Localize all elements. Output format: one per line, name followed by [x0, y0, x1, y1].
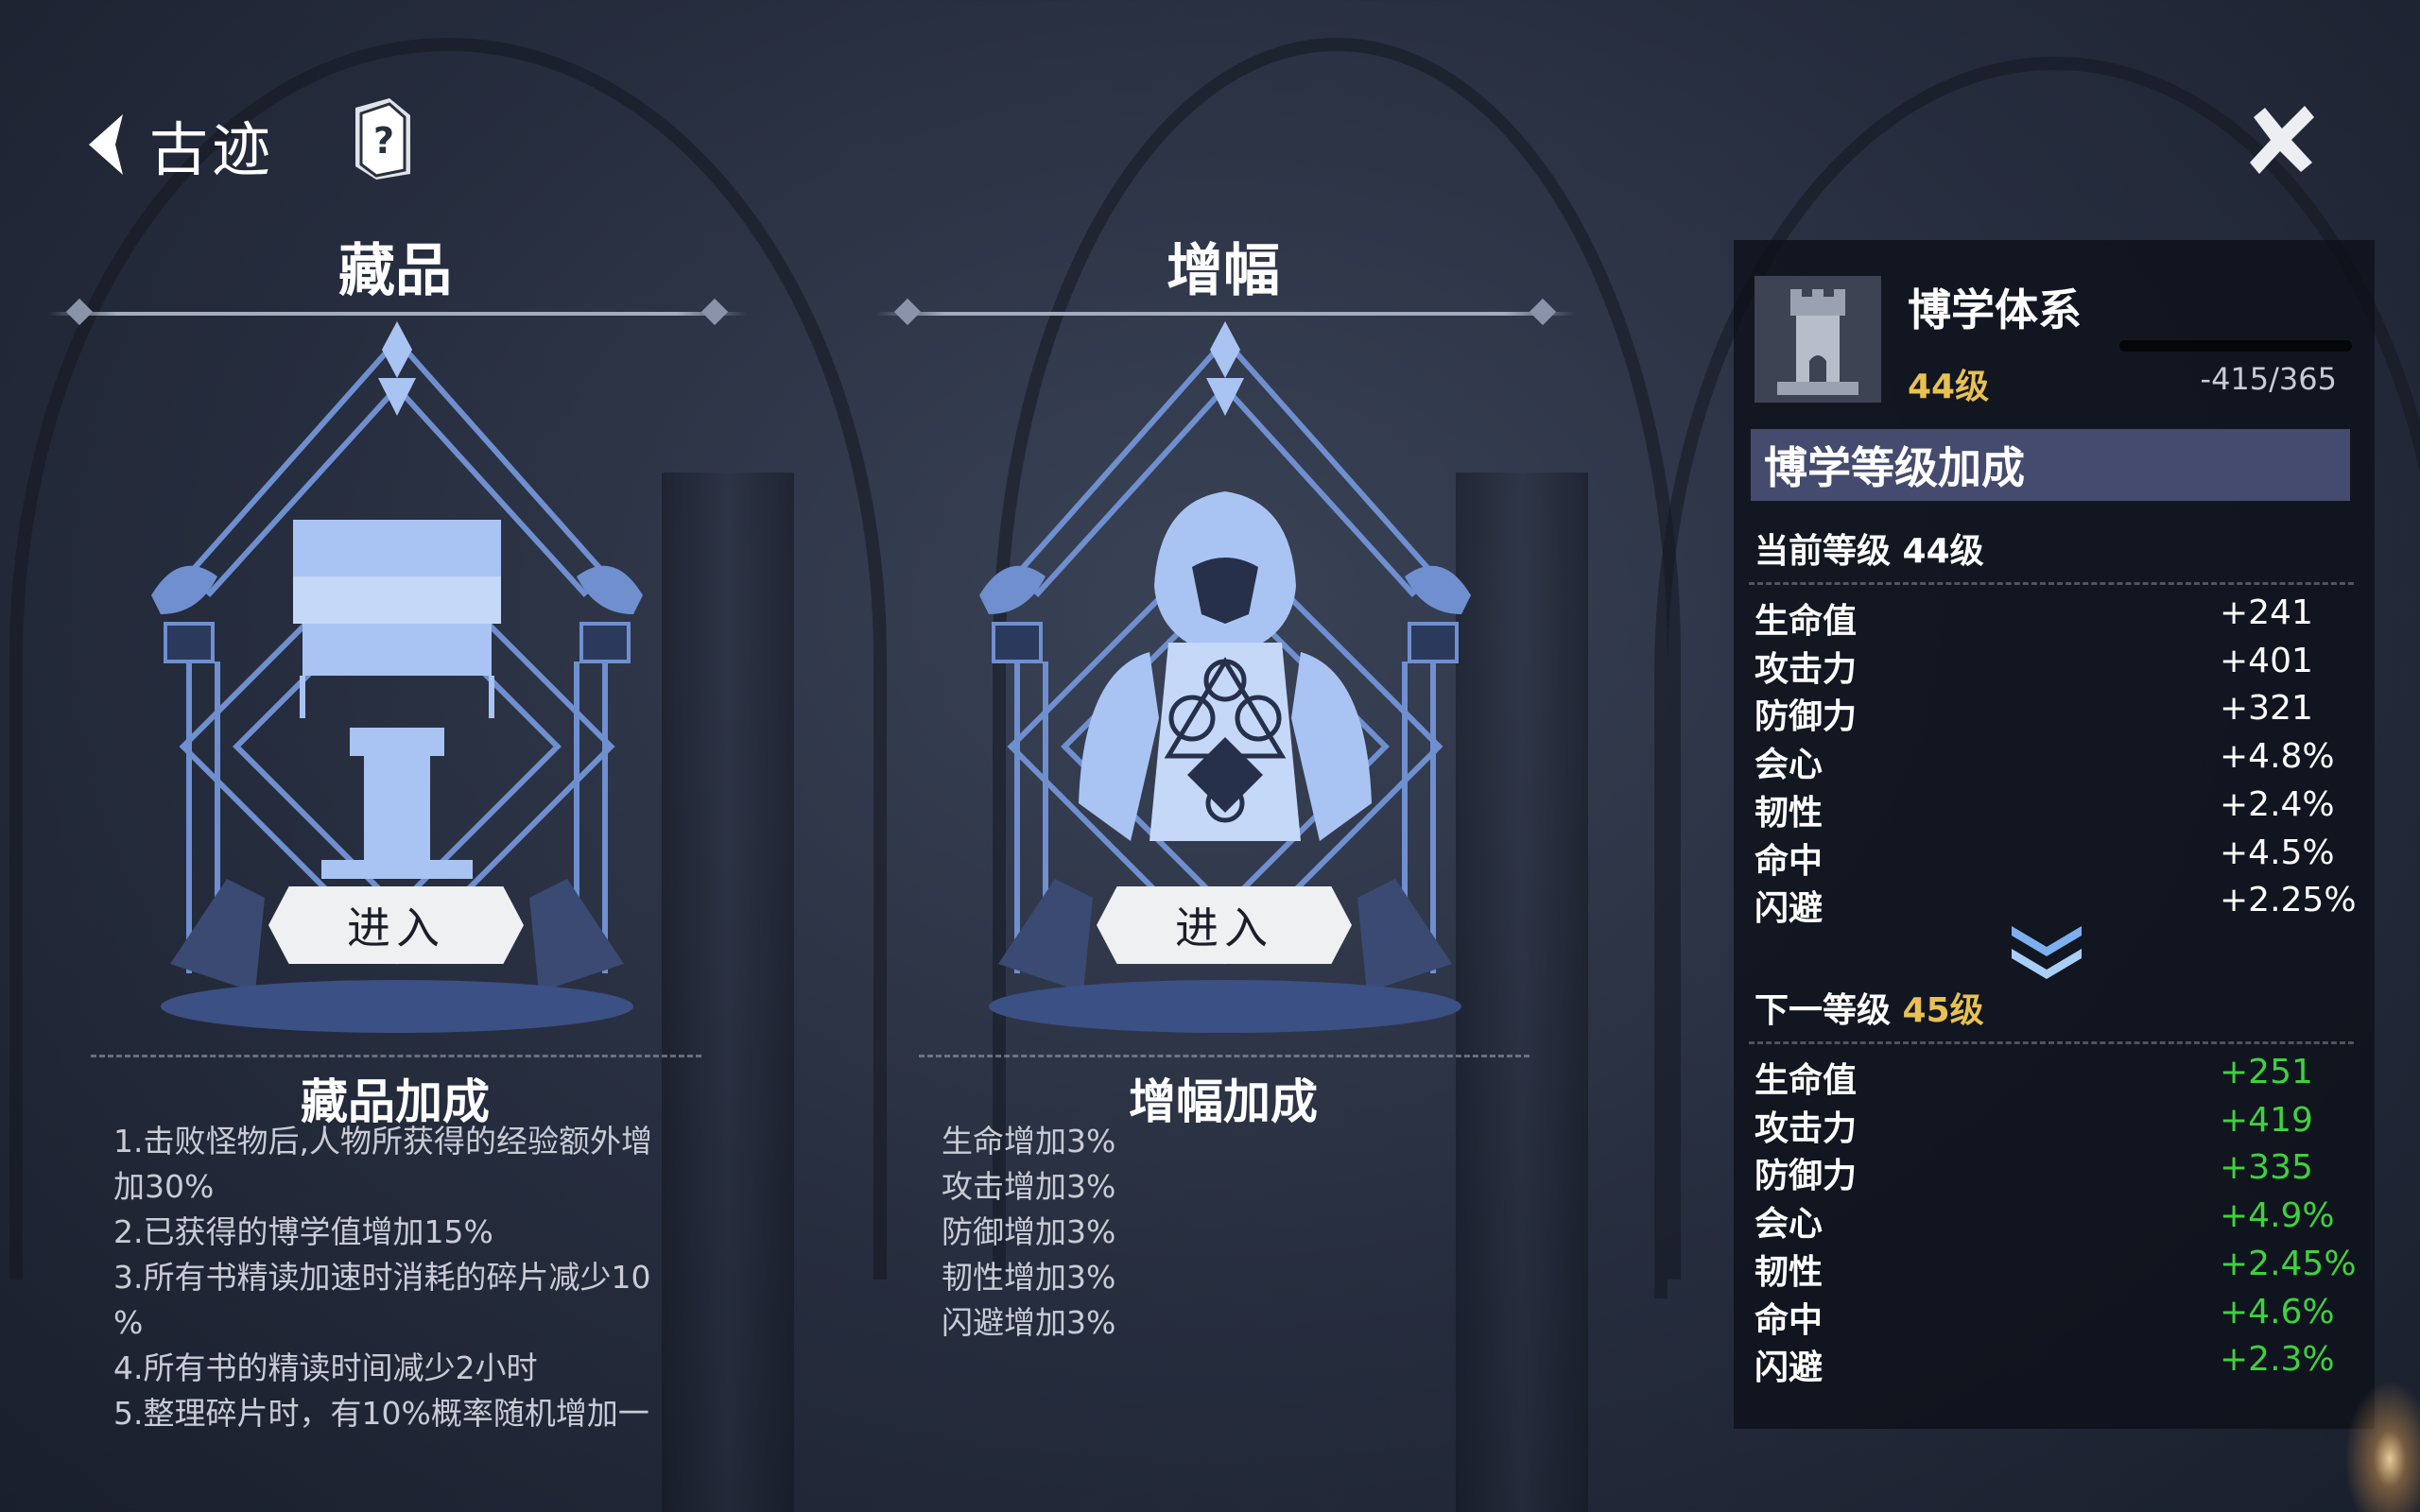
tower-icon: [1754, 276, 1881, 403]
stat-name: 防御力: [1754, 1157, 1858, 1196]
next-stat-row: 韧性 +2.45%: [1754, 1245, 2357, 1292]
help-book-icon[interactable]: ?: [348, 94, 418, 181]
close-x-icon[interactable]: [2246, 104, 2318, 176]
collection-bonus-title: 藏品加成: [301, 1074, 490, 1129]
stat-value: +2.25%: [2220, 881, 2357, 920]
bonus-band: 博学等级加成: [1751, 429, 2350, 501]
amplify-bonus-title: 增幅加成: [1129, 1074, 1318, 1129]
current-stat-row: 生命值 +241: [1754, 593, 2341, 641]
stat-name: 命中: [1754, 1300, 1824, 1340]
double-chevron-down-icon: [2012, 926, 2082, 979]
stat-name: 韧性: [1754, 1252, 1824, 1292]
next-level-label: 下一等级 45级: [1754, 983, 1984, 1032]
stat-name: 攻击力: [1754, 649, 1858, 689]
stat-name: 生命值: [1754, 1061, 1858, 1100]
next-stat-row: 会心 +4.9%: [1754, 1196, 2341, 1244]
next-stat-row: 闪避 +2.3%: [1754, 1340, 2341, 1387]
system-level: 44级: [1908, 368, 1990, 406]
stat-value: +4.8%: [2220, 737, 2335, 777]
collection-bonus-line: %: [113, 1304, 144, 1341]
current-stat-row: 闪避 +2.25%: [1754, 881, 2357, 929]
next-stat-row: 防御力 +335: [1754, 1148, 2341, 1195]
collection-bonus-line: 4.所有书的精读时间减少2小时: [113, 1349, 538, 1386]
stat-value: +251: [2220, 1053, 2313, 1091]
stat-value: +335: [2220, 1148, 2313, 1188]
back-button[interactable]: 古迹: [79, 102, 274, 187]
stat-name: 闪避: [1754, 1349, 1824, 1388]
current-stat-row: 攻击力 +401: [1754, 642, 2341, 689]
next-level-value: 45级: [1902, 991, 1984, 1030]
next-stat-row: 命中 +4.6%: [1754, 1293, 2341, 1340]
stat-value: +2.45%: [2220, 1244, 2357, 1283]
stat-name: 生命值: [1754, 602, 1858, 641]
stat-name: 命中: [1754, 841, 1824, 881]
stat-name: 韧性: [1754, 793, 1824, 833]
svg-text:?: ?: [373, 120, 394, 162]
stat-value: +321: [2220, 689, 2313, 729]
stat-value: +4.6%: [2220, 1292, 2335, 1332]
amplify-shrine-icon[interactable]: [942, 312, 1509, 1049]
stat-name: 会心: [1754, 1205, 1824, 1245]
current-level-divider: [1749, 582, 2354, 585]
collection-divider: [47, 312, 747, 316]
system-name: 博学体系: [1908, 284, 2082, 335]
current-stat-row: 会心 +4.8%: [1754, 737, 2341, 784]
collection-bonus-line: 5.整理碎片时，有10%概率随机增加一: [113, 1395, 649, 1432]
amplify-bonus-line: 韧性增加3%: [942, 1259, 1116, 1296]
next-stat-row: 生命值 +251: [1754, 1053, 2341, 1100]
current-stat-row: 韧性 +2.4%: [1754, 785, 2341, 833]
amplify-divider: [875, 312, 1575, 316]
stat-value: +4.9%: [2220, 1196, 2335, 1236]
stat-name: 防御力: [1754, 697, 1858, 737]
next-stat-row: 攻击力 +419: [1754, 1101, 2341, 1148]
stat-value: +401: [2220, 641, 2313, 680]
stat-name: 闪避: [1754, 889, 1824, 929]
current-level-label: 当前等级 44级: [1754, 532, 1984, 571]
collection-bonus-line: 加30%: [113, 1168, 215, 1205]
collection-bonus-line: 2.已获得的博学值增加15%: [113, 1213, 493, 1250]
stat-value: +241: [2220, 593, 2313, 632]
current-stat-row: 防御力 +321: [1754, 689, 2341, 736]
candle-glow: [2344, 1380, 2420, 1512]
collection-shrine-icon[interactable]: [113, 312, 681, 1049]
next-level-prefix: 下一等级: [1754, 991, 1903, 1030]
amplify-enter-button[interactable]: 进入: [1097, 886, 1352, 964]
amplify-bonus-line: 防御增加3%: [942, 1213, 1116, 1250]
bonus-band-title: 博学等级加成: [1764, 442, 2025, 493]
system-exp: -415/365: [2200, 361, 2337, 397]
stat-value: +2.4%: [2220, 784, 2335, 824]
exp-progress-bar: [2119, 340, 2352, 352]
bg-pillar: [1456, 472, 1588, 1512]
erudition-panel: 博学体系 44级 -415/365 博学等级加成 当前等级 44级 生命值 +24…: [1734, 240, 2375, 1429]
page-title: 古迹: [149, 115, 275, 184]
current-stat-row: 命中 +4.5%: [1754, 833, 2341, 881]
amplify-bonus-line: 闪避增加3%: [942, 1304, 1116, 1341]
amplify-title: 增幅: [1167, 238, 1280, 304]
next-level-divider: [1749, 1041, 2354, 1044]
collection-section-divider: [91, 1055, 701, 1060]
stat-value: +4.5%: [2220, 833, 2335, 872]
stat-name: 攻击力: [1754, 1108, 1858, 1148]
collection-title: 藏品: [338, 238, 452, 304]
amplify-bonus-line: 攻击增加3%: [942, 1168, 1116, 1205]
back-arrow-icon: [89, 114, 123, 175]
bg-pillar: [662, 472, 794, 1512]
collection-bonus-line: 1.击败怪物后,人物所获得的经验额外增: [113, 1123, 652, 1160]
stat-value: +419: [2220, 1100, 2313, 1140]
collection-bonus-list: 1.击败怪物后,人物所获得的经验额外增 加30% 2.已获得的博学值增加15% …: [113, 1119, 700, 1436]
amplify-bonus-list: 生命增加3% 攻击增加3% 防御增加3% 韧性增加3% 闪避增加3%: [942, 1119, 1320, 1346]
stat-name: 会心: [1754, 746, 1824, 785]
collection-enter-button[interactable]: 进入: [268, 886, 524, 964]
amplify-bonus-line: 生命增加3%: [942, 1123, 1116, 1160]
stat-value: +2.3%: [2220, 1340, 2335, 1380]
collection-bonus-line: 3.所有书精读加速时消耗的碎片减少10: [113, 1259, 651, 1296]
amplify-section-divider: [919, 1055, 1530, 1060]
